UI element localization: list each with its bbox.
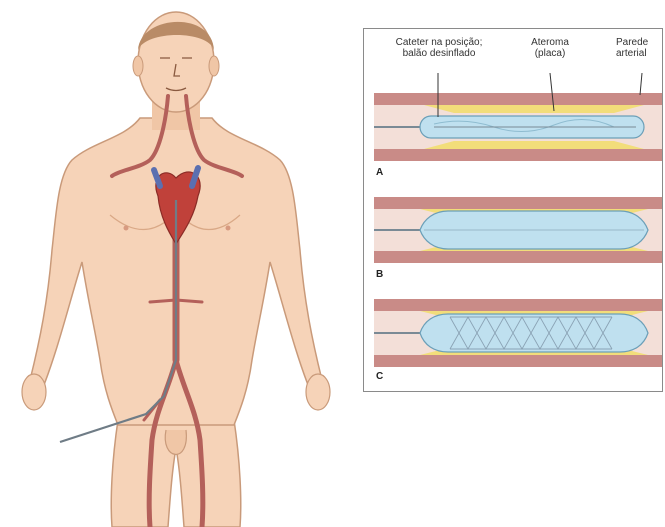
- vessel-illustrations: [364, 29, 662, 391]
- label-wall-line2: arterial: [616, 48, 662, 59]
- leader-wall: [640, 73, 642, 95]
- panel-label-a: A: [376, 167, 383, 178]
- left-hand: [22, 374, 46, 410]
- label-catheter-line1: Cateter na posição;: [366, 37, 512, 48]
- right-hand: [306, 374, 330, 410]
- groin-outline: [165, 430, 186, 454]
- label-catheter: Cateter na posição; balão desinflado: [366, 37, 512, 59]
- label-atheroma-line2: (placa): [514, 48, 586, 59]
- panel-label-c: C: [376, 371, 383, 382]
- label-wall-line1: Parede: [616, 37, 662, 48]
- label-wall: Parede arterial: [616, 37, 662, 59]
- label-catheter-line2: balão desinflado: [366, 48, 512, 59]
- balloon-with-stent: [420, 314, 648, 352]
- panel-c-vessel: [374, 299, 662, 367]
- nipple-left: [124, 226, 129, 231]
- panel-a-vessel: [374, 93, 662, 161]
- right-ear: [209, 56, 219, 76]
- angioplasty-panel: Cateter na posição; balão desinflado Ate…: [363, 28, 663, 392]
- panel-b-vessel: [374, 197, 662, 263]
- label-atheroma-line1: Ateroma: [514, 37, 586, 48]
- human-figure-illustration: [0, 0, 350, 527]
- panel-label-b: B: [376, 269, 383, 280]
- left-ear: [133, 56, 143, 76]
- label-atheroma: Ateroma (placa): [514, 37, 586, 59]
- nipple-right: [226, 226, 231, 231]
